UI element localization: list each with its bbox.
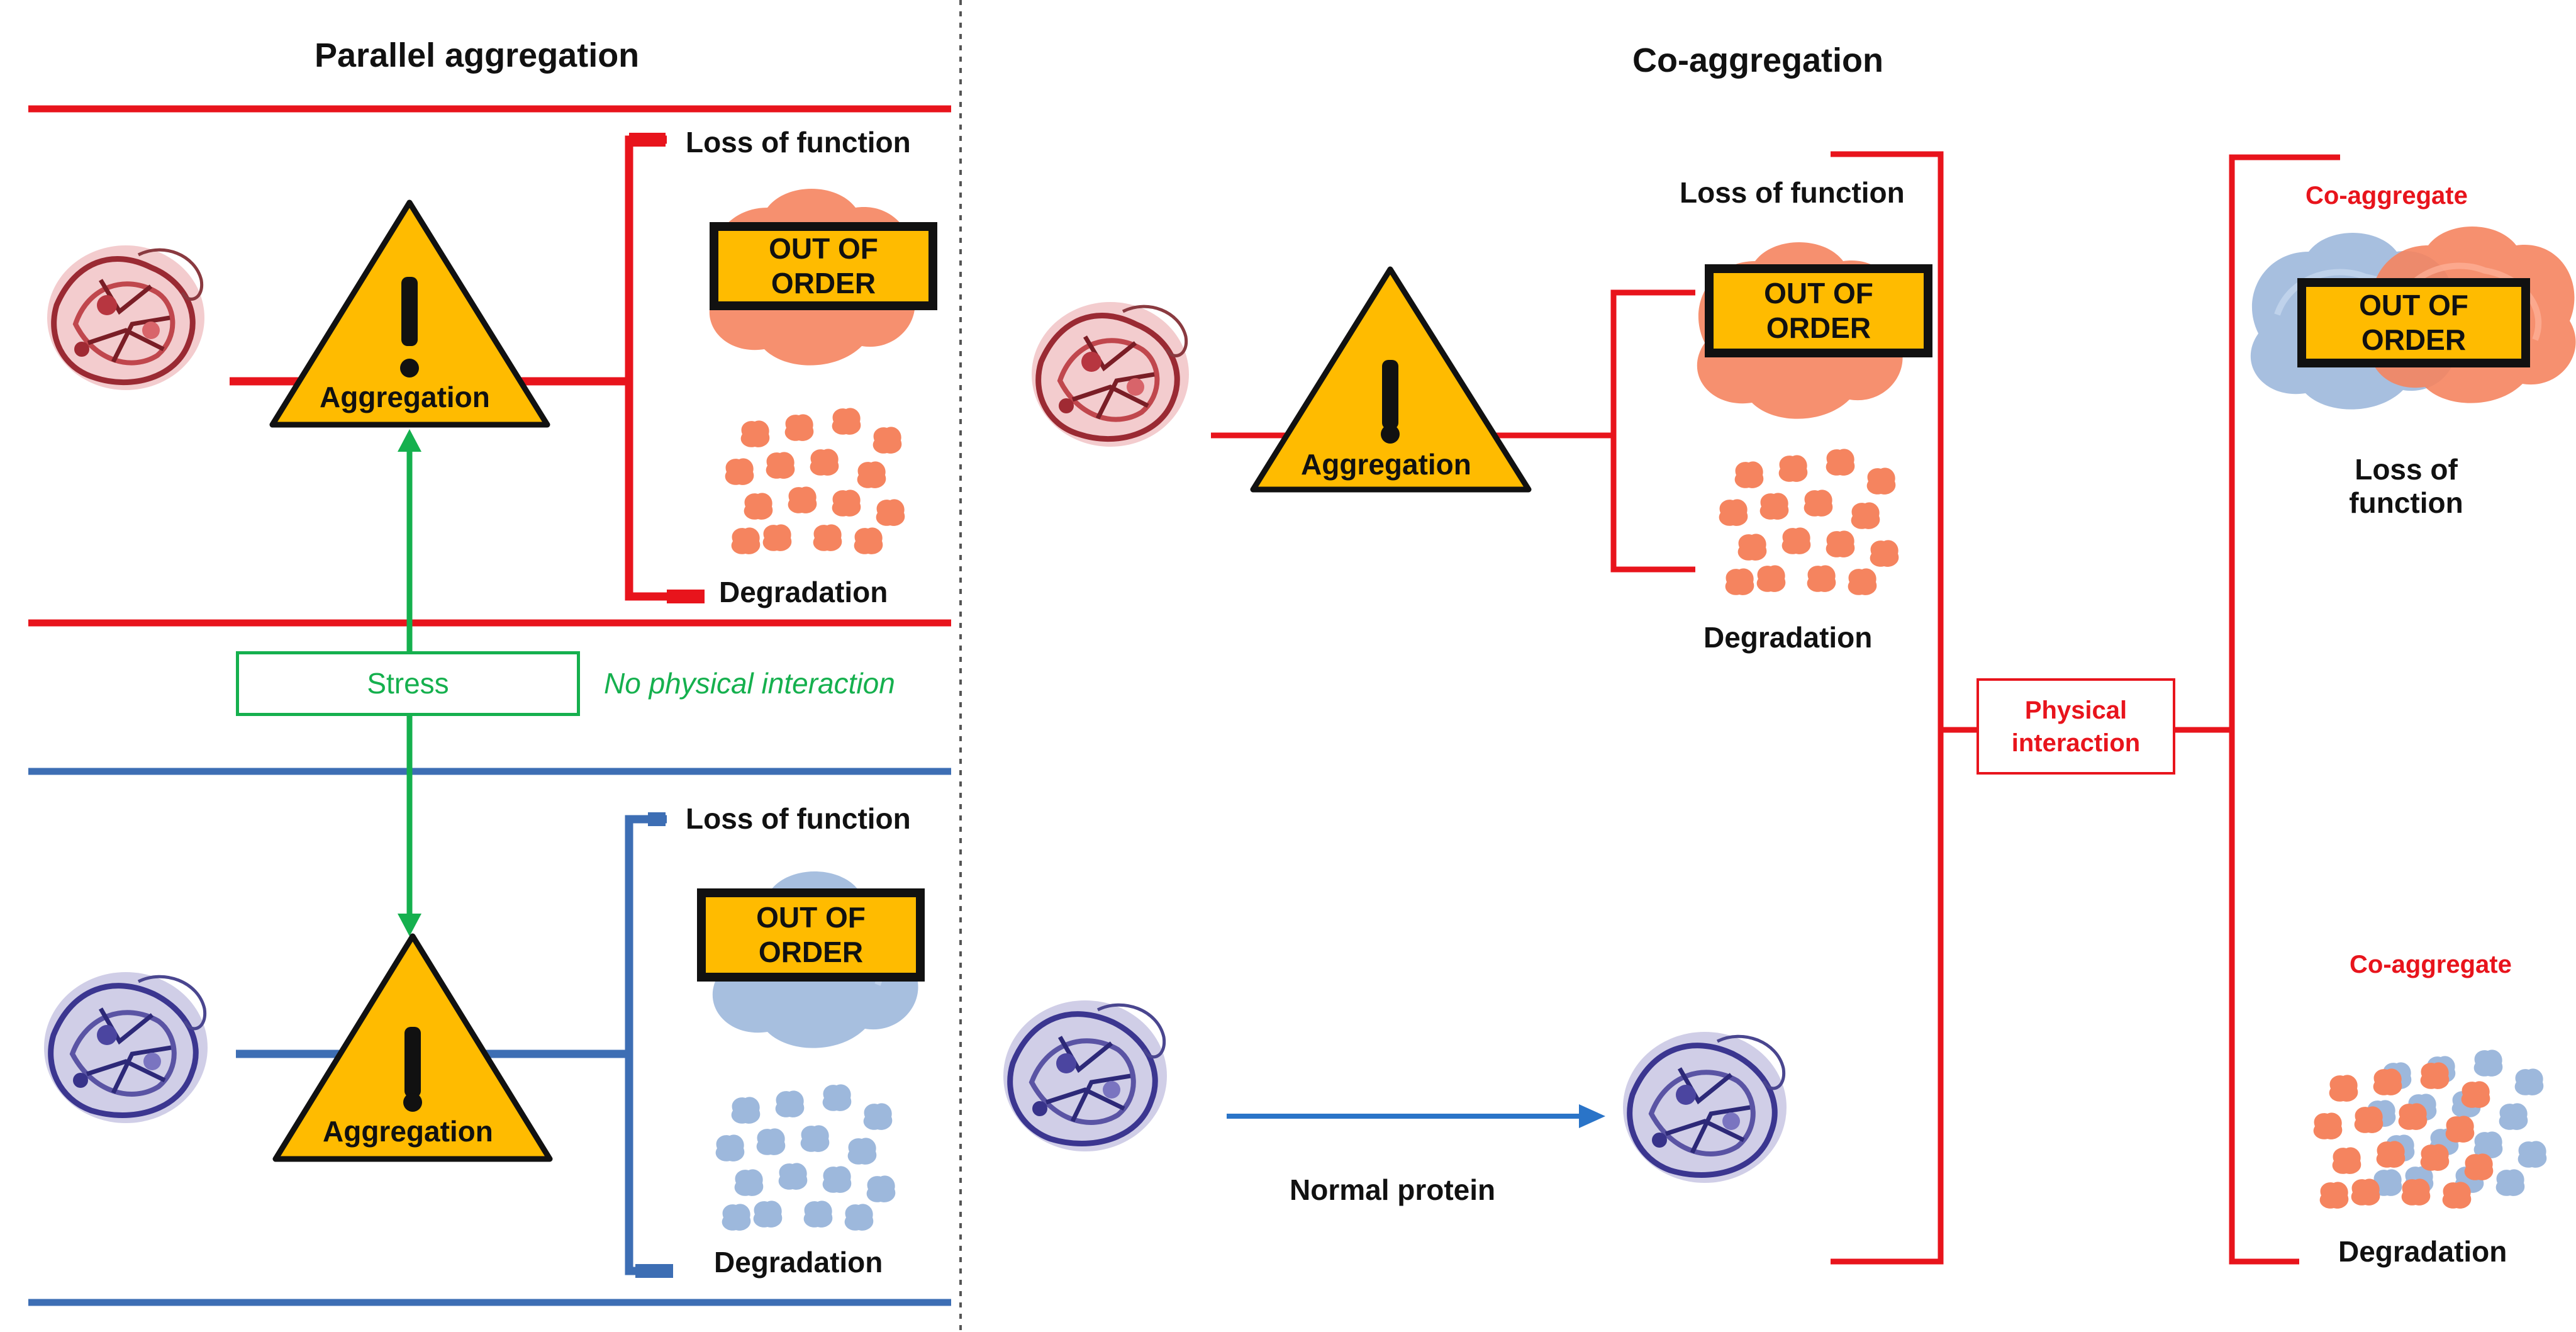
stress-arrow-head-up [398,429,421,452]
aggregation-label: Aggregation [320,381,490,413]
degradation-label: Degradation [714,1246,883,1279]
stress-arrow-head-down [398,914,421,936]
co-aggregate-label: Co-aggregate [2306,182,2468,210]
red-protein-structure-icon [47,245,204,390]
normal-protein-arrow-head [1579,1104,1605,1128]
out-of-order-line2: ORDER [1766,311,1871,344]
out-of-order-line1: OUT OF [1764,276,1873,310]
out-of-order-line2: ORDER [771,267,876,299]
out-of-order-line1: OUT OF [769,232,878,265]
co-aggregation-title: Co-aggregation [1632,42,1883,79]
co-loss-of-function-label: Loss of function [2331,453,2482,520]
degradation-label: Degradation [719,576,888,608]
exclamation-bar [404,1027,421,1097]
blue-protein-structure-icon [1003,1000,1167,1151]
co-right-bracket [2229,154,2340,1265]
degradation-label: Degradation [1703,621,1873,654]
exclamation-dot [403,1093,422,1112]
red-fragments-icon [1719,449,1899,595]
degradation-label: Degradation [2338,1235,2507,1268]
out-of-order-line2: ORDER [2361,323,2467,356]
blue-protein-structure-icon [1623,1032,1787,1183]
aggregation-label: Aggregation [1301,448,1471,481]
stress-box: Stress [236,651,580,716]
out-of-order-line1: OUT OF [2359,288,2468,322]
blue-protein-structure-icon [44,972,208,1123]
red-protein-structure-icon [1032,302,1189,447]
loss-of-function-label: Loss of function [686,802,911,835]
no-physical-interaction-label: No physical interaction [604,667,895,700]
exclamation-bar [401,277,418,346]
loss-of-function-label: Loss of function [1680,176,1905,209]
co-left-bracket [1831,151,1944,1265]
co-loss-line1: Loss of [2355,453,2458,486]
blue-fragments-icon [716,1084,896,1230]
out-of-order-line1: OUT OF [756,900,866,934]
out-of-order-line2: ORDER [758,936,864,968]
red-fragments-icon [725,408,905,554]
co-aggregate-label: Co-aggregate [2350,951,2512,978]
exclamation-bar [1382,360,1398,429]
parallel-aggregation-title: Parallel aggregation [315,36,640,74]
physical-interaction-box: Physical interaction [1977,678,2175,775]
exclamation-dot [1381,425,1400,444]
physical-interaction-line1: Physical [2024,696,2127,724]
loss-of-function-label: Loss of function [686,126,911,159]
exclamation-dot [400,359,419,378]
co-red-outcome-bracket [1610,289,1695,573]
co-loss-line2: function [2349,486,2463,519]
aggregation-label: Aggregation [323,1115,493,1148]
physical-interaction-line2: interaction [2011,729,2141,757]
normal-protein-label: Normal protein [1290,1173,1496,1206]
red-outcome-bracket [625,135,705,601]
blue-outcome-bracket [625,815,673,1275]
